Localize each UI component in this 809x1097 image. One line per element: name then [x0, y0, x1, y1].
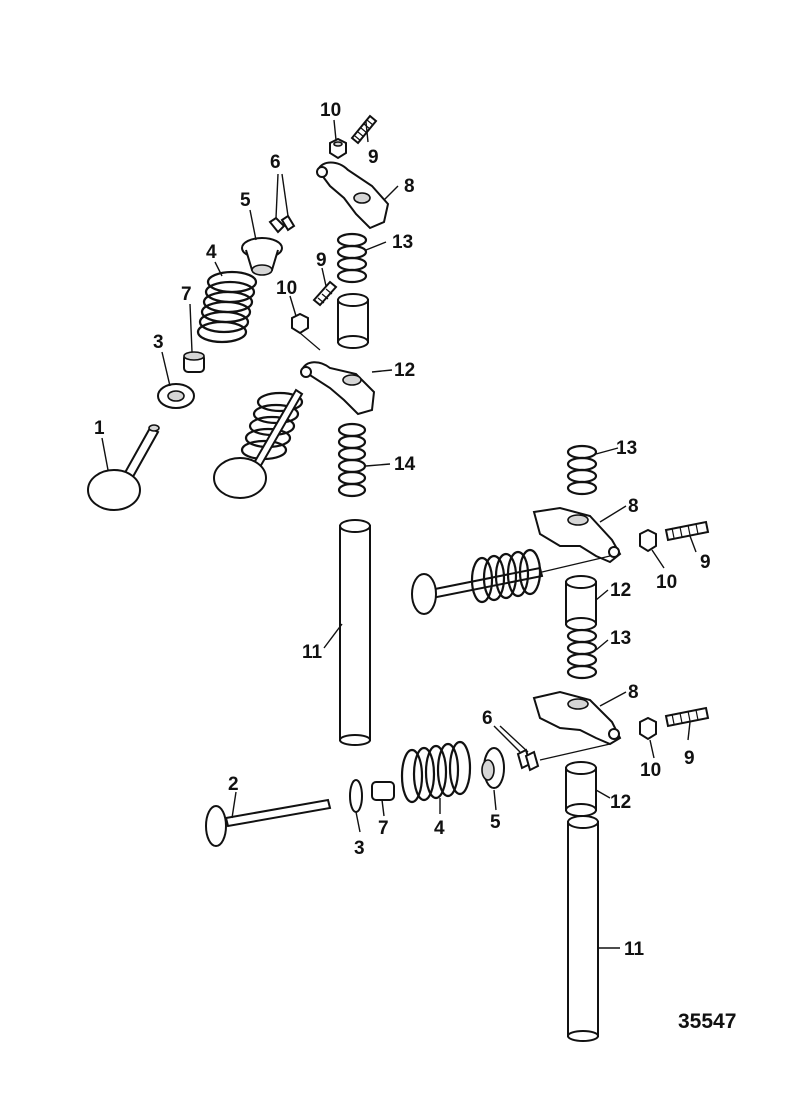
pushrod-spring-long: [337, 422, 367, 498]
spring-retainer-2: [481, 747, 505, 789]
pushrod-guide-right-upper: [565, 575, 597, 631]
callout-11: 11: [624, 939, 645, 960]
callout-1: 1: [94, 418, 105, 439]
callout-3: 3: [354, 838, 365, 859]
callout-6: 6: [482, 708, 493, 729]
valve-spring: [196, 270, 258, 344]
pushrod-guide-lower: [565, 761, 597, 817]
callout-12: 12: [610, 580, 631, 601]
pushrod-spring-right-lower: [566, 628, 598, 680]
callout-14: 14: [394, 454, 416, 475]
callout-13: 13: [610, 628, 631, 649]
callout-9: 9: [684, 748, 695, 769]
callout-10: 10: [656, 572, 677, 593]
rocker-arm: [316, 161, 390, 230]
upper-left-assembly: [87, 114, 390, 511]
callout-10: 10: [640, 760, 661, 781]
adjusting-nut: [329, 137, 347, 160]
callout-9: 9: [368, 147, 379, 168]
adjusting-nut-4: [639, 716, 657, 741]
lower-assembly: [205, 690, 710, 1042]
callout-13: 13: [616, 438, 637, 459]
callouts: 10 9 6 8 5 13 4 9 10 7 3 12 1 14 13 8 9 …: [94, 100, 711, 960]
callout-7: 7: [378, 818, 389, 839]
rocker-arm-2: [300, 361, 376, 416]
spring-retainer: [241, 237, 283, 276]
assembled-valve: [213, 388, 304, 499]
leader-lines: [101, 119, 697, 949]
pushrod-spring-upper: [336, 232, 368, 284]
callout-12: 12: [610, 792, 631, 813]
adjusting-nut-2: [291, 312, 309, 335]
rocker-stud-2: [312, 280, 338, 307]
adjusting-nut-3: [639, 528, 657, 553]
intake-valve: [87, 424, 160, 511]
rocker-arm-3: [532, 506, 622, 564]
assembled-valve-right: [411, 548, 544, 615]
exhaust-valve: [205, 798, 332, 847]
rocker-stud: [350, 114, 378, 145]
valve-stem-seal-2: [371, 781, 395, 801]
callout-11: 11: [302, 642, 323, 663]
pushrod-left: [339, 519, 371, 746]
callout-12: 12: [394, 360, 415, 381]
callout-8: 8: [628, 682, 639, 703]
callout-13: 13: [392, 232, 413, 253]
valve-keepers: [268, 214, 296, 234]
upper-center-assembly: [213, 232, 376, 746]
callout-5: 5: [240, 190, 251, 211]
callout-9: 9: [700, 552, 711, 573]
rocker-arm-4: [532, 690, 622, 746]
valve-keepers-2: [516, 748, 540, 772]
callout-10: 10: [320, 100, 341, 121]
spring-shim-2: [349, 779, 363, 813]
pushrod-guide-upper: [337, 293, 369, 349]
callout-8: 8: [628, 496, 639, 517]
callout-5: 5: [490, 812, 501, 833]
right-middle-assembly: [411, 444, 710, 680]
callout-7: 7: [181, 284, 192, 305]
rocker-stud-3: [664, 520, 710, 542]
callout-6: 6: [270, 152, 281, 173]
valve-spring-2: [400, 740, 472, 804]
callout-4: 4: [206, 242, 217, 263]
valve-stem-seal: [183, 351, 205, 373]
spring-shim: [157, 383, 195, 409]
pushrod-spring-right-upper: [566, 444, 598, 496]
pushrod-right: [567, 815, 599, 1042]
callout-2: 2: [228, 774, 239, 795]
figure-number: 35547: [678, 1010, 736, 1033]
callout-9: 9: [316, 250, 327, 271]
callout-4: 4: [434, 818, 445, 839]
callout-8: 8: [404, 176, 415, 197]
callout-10: 10: [276, 278, 297, 299]
rocker-stud-4: [664, 706, 710, 728]
callout-3: 3: [153, 332, 164, 353]
